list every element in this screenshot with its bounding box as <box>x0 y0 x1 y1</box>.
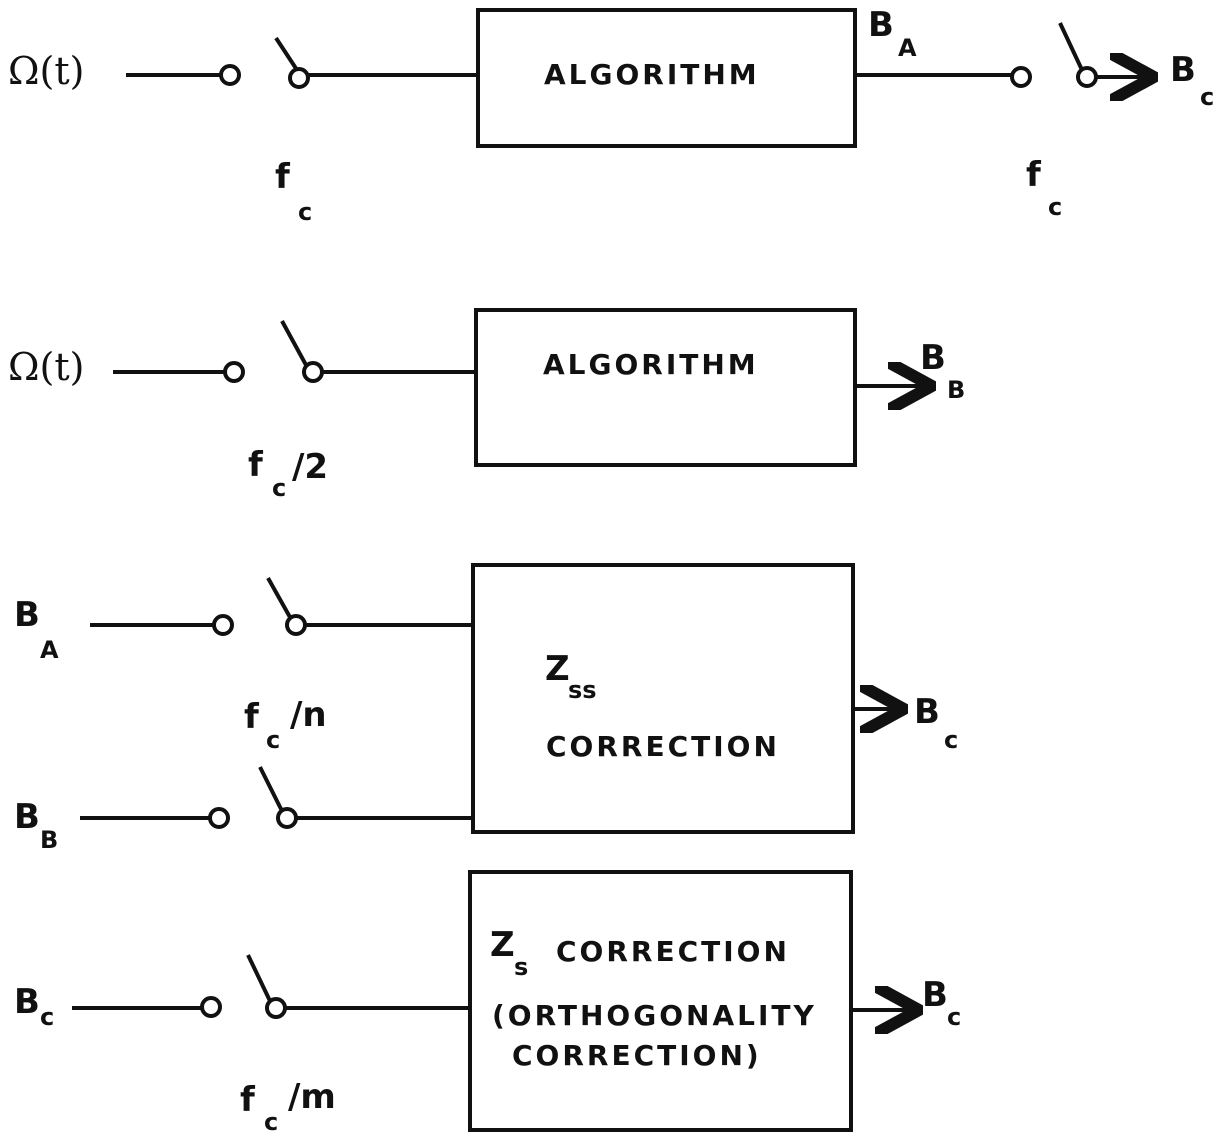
row3-input-b-switch-pivot <box>276 807 298 829</box>
row1-output-switch-freq-label: f <box>1026 155 1041 195</box>
row1-output-sub: c <box>1200 83 1215 111</box>
row1-output-switch-freq-sub: c <box>1048 193 1063 221</box>
row3-input-a-label: B <box>14 595 40 635</box>
row4-switch-freq-sub: c <box>264 1108 279 1136</box>
row3-input-b-sub: B <box>40 826 59 854</box>
row4-box-line3: CORRECTION) <box>512 1039 762 1072</box>
row1-box-output-label: B <box>868 5 894 45</box>
row2-input-label: Ω(t) <box>8 345 85 389</box>
row3-input-b-switch-blade <box>258 766 284 812</box>
row2-switch-pivot <box>302 361 324 383</box>
row4-box-z-sub: s <box>514 953 529 981</box>
row4-switch-freq-label: f <box>240 1080 255 1120</box>
row2-output-sub: B <box>947 376 966 404</box>
row3-input-a-terminal <box>212 614 234 636</box>
row1-switch-terminal <box>219 64 241 86</box>
row2-switch-blade <box>280 320 308 366</box>
row3-output-label: B <box>914 692 940 732</box>
row1-switch-freq-label: f <box>275 157 290 197</box>
row2-box-label: ALGORITHM <box>543 348 759 381</box>
row4-switch-pivot <box>265 997 287 1019</box>
row3-input-a-sub: A <box>40 636 59 664</box>
row3-input-a-switch-blade <box>266 577 293 620</box>
row3-input-a-switch-pivot <box>285 614 307 636</box>
row2-switch-terminal <box>223 361 245 383</box>
row3-input-b-terminal <box>208 807 230 829</box>
row4-switch-blade <box>246 954 272 1002</box>
row4-input-sub: c <box>40 1003 55 1031</box>
row4-box-line1: CORRECTION <box>556 935 790 968</box>
row1-output-switch-pivot <box>1076 66 1098 88</box>
row4-zs-correction-box <box>468 870 853 1132</box>
row3-input-b-label: B <box>14 797 40 837</box>
row1-box-output-sub: A <box>898 34 917 62</box>
row4-input-label: B <box>14 982 40 1022</box>
row1-output-switch-blade <box>1058 22 1084 71</box>
row4-output-label: B <box>922 975 948 1015</box>
row3-box-label: CORRECTION <box>546 730 780 763</box>
row3-zss-correction-box <box>471 563 855 834</box>
row2-algorithm-box <box>474 308 857 467</box>
row4-switch-freq-tail: /m <box>288 1077 336 1117</box>
row3-box-z-sub: ss <box>568 676 597 704</box>
row2-switch-freq-sub: c <box>272 474 287 502</box>
row1-box-label: ALGORITHM <box>544 58 760 91</box>
row4-box-z-label: Z <box>490 925 515 965</box>
row4-box-line2: (ORTHOGONALITY <box>492 999 817 1032</box>
row1-switch-freq-sub: c <box>298 198 313 226</box>
row1-switch-blade <box>274 36 299 72</box>
row2-switch-freq-label: f <box>248 445 263 485</box>
row3-switch-freq-sub: c <box>266 726 281 754</box>
row3-switch-freq-tail: /n <box>290 695 327 735</box>
row2-output-label: B <box>920 338 946 378</box>
row1-algorithm-box <box>476 8 857 148</box>
row3-box-z-label: Z <box>545 649 570 689</box>
row1-input-label: Ω(t) <box>8 49 85 93</box>
row1-switch-pivot <box>288 67 310 89</box>
row1-output-label: B <box>1170 50 1196 90</box>
row2-switch-freq-tail: /2 <box>292 447 329 487</box>
row4-switch-terminal <box>200 996 222 1018</box>
row3-switch-freq-label: f <box>244 697 259 737</box>
row3-output-sub: c <box>944 726 959 754</box>
row4-output-sub: c <box>947 1003 962 1031</box>
row1-output-switch-terminal <box>1010 66 1032 88</box>
